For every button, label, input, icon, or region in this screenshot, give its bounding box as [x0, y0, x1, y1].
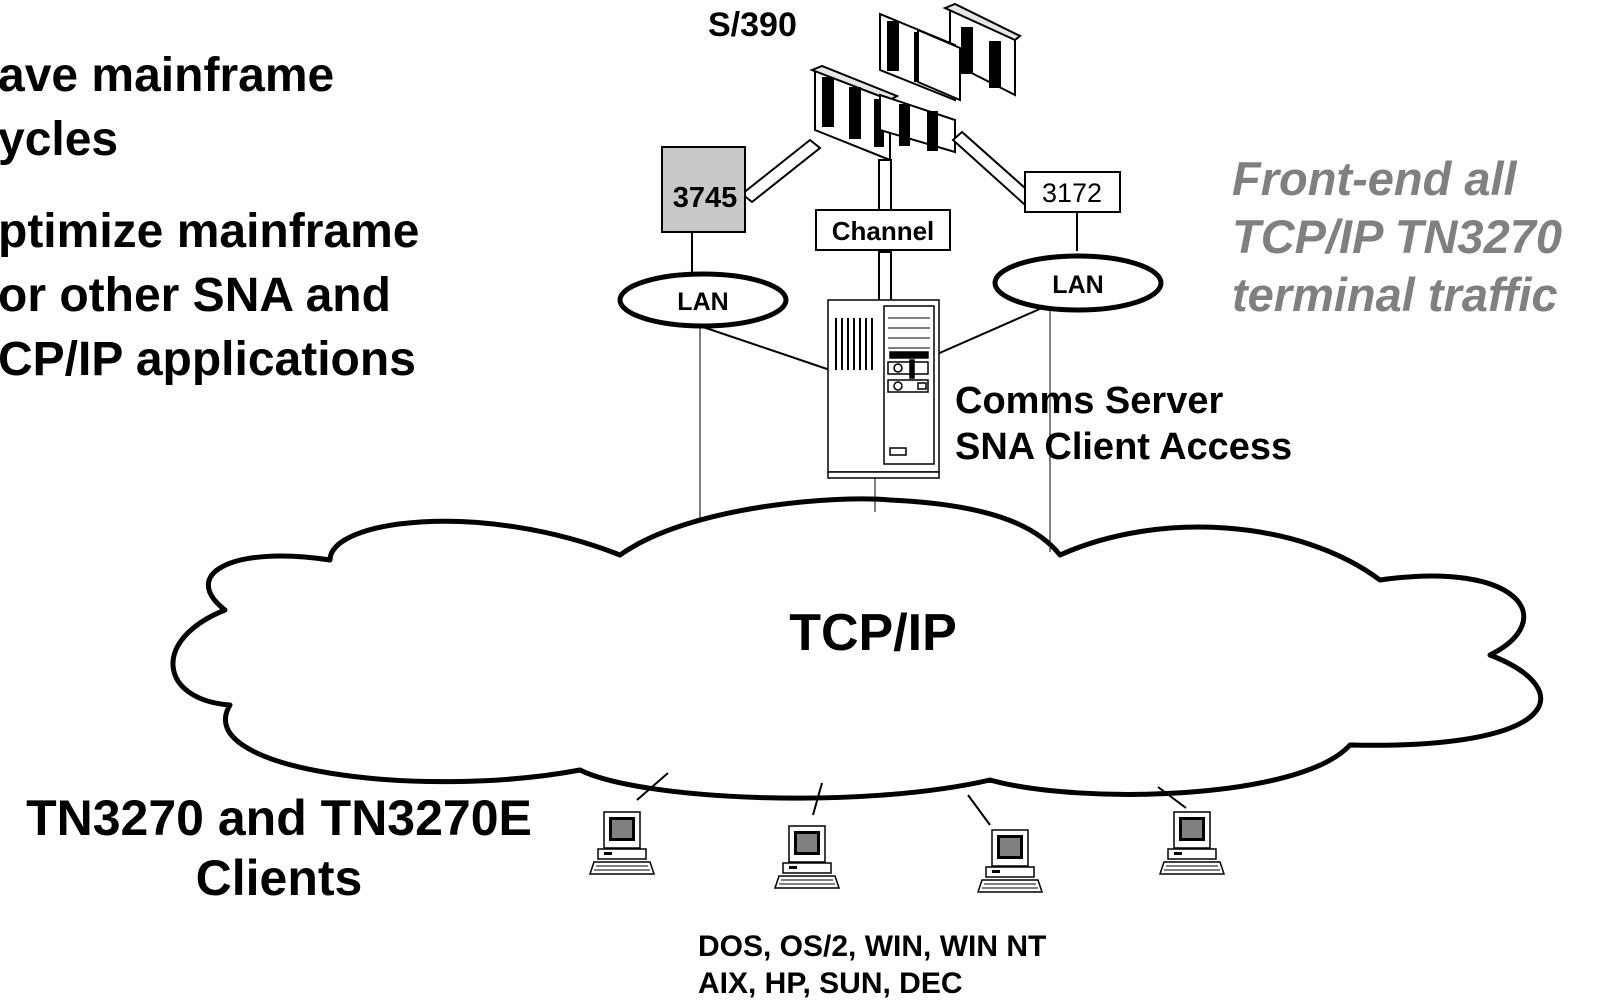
mainframe-label: S/390: [708, 6, 797, 44]
callout-line-1: Front-end all: [1232, 152, 1517, 205]
lan-right-label: LAN: [1052, 271, 1103, 299]
bullet-line-save-cycles-2: ycles: [0, 113, 119, 166]
controller-3745-label: 3745: [673, 182, 738, 214]
lan-left-label: LAN: [677, 288, 728, 316]
controller-3745-box: [661, 146, 746, 233]
channel-box: [815, 209, 951, 251]
comms-server-icon: [827, 299, 940, 479]
controller-3172-box: [1024, 171, 1121, 213]
client-pc-icon: [589, 811, 655, 875]
platforms-line-2: AIX, HP, SUN, DEC: [698, 967, 963, 1000]
bullet-line-optimize-3: CP/IP applications: [0, 333, 416, 386]
server-label-line-2: SNA Client Access: [955, 426, 1293, 468]
bullet-line-optimize-1: ptimize mainframe: [0, 205, 420, 258]
controller-3172-label: 3172: [1042, 178, 1102, 208]
clients-title-line-1: TN3270 and TN3270E: [26, 790, 532, 846]
bullet-line-optimize-2: or other SNA and: [0, 269, 391, 322]
mainframe-icon: [809, 2, 1022, 162]
bullet-line-save-cycles-1: ave mainframe: [0, 49, 335, 102]
server-label-line-1: Comms Server: [955, 380, 1224, 422]
channel-links: [740, 130, 1036, 303]
network-label: TCP/IP: [789, 604, 957, 662]
clients-title-line-2: Clients: [195, 850, 363, 906]
channel-label: Channel: [832, 216, 935, 246]
callout-line-3: terminal traffic: [1232, 268, 1558, 321]
client-pc-icon: [774, 825, 840, 889]
client-pc-icon: [1159, 811, 1225, 875]
client-pc-icon: [977, 829, 1043, 893]
tcpip-cloud: [170, 496, 1544, 801]
callout-line-2: TCP/IP TN3270: [1232, 210, 1562, 263]
platforms-line-1: DOS, OS/2, WIN, WIN NT: [698, 930, 1047, 963]
lan-right-ellipse: [992, 253, 1164, 313]
